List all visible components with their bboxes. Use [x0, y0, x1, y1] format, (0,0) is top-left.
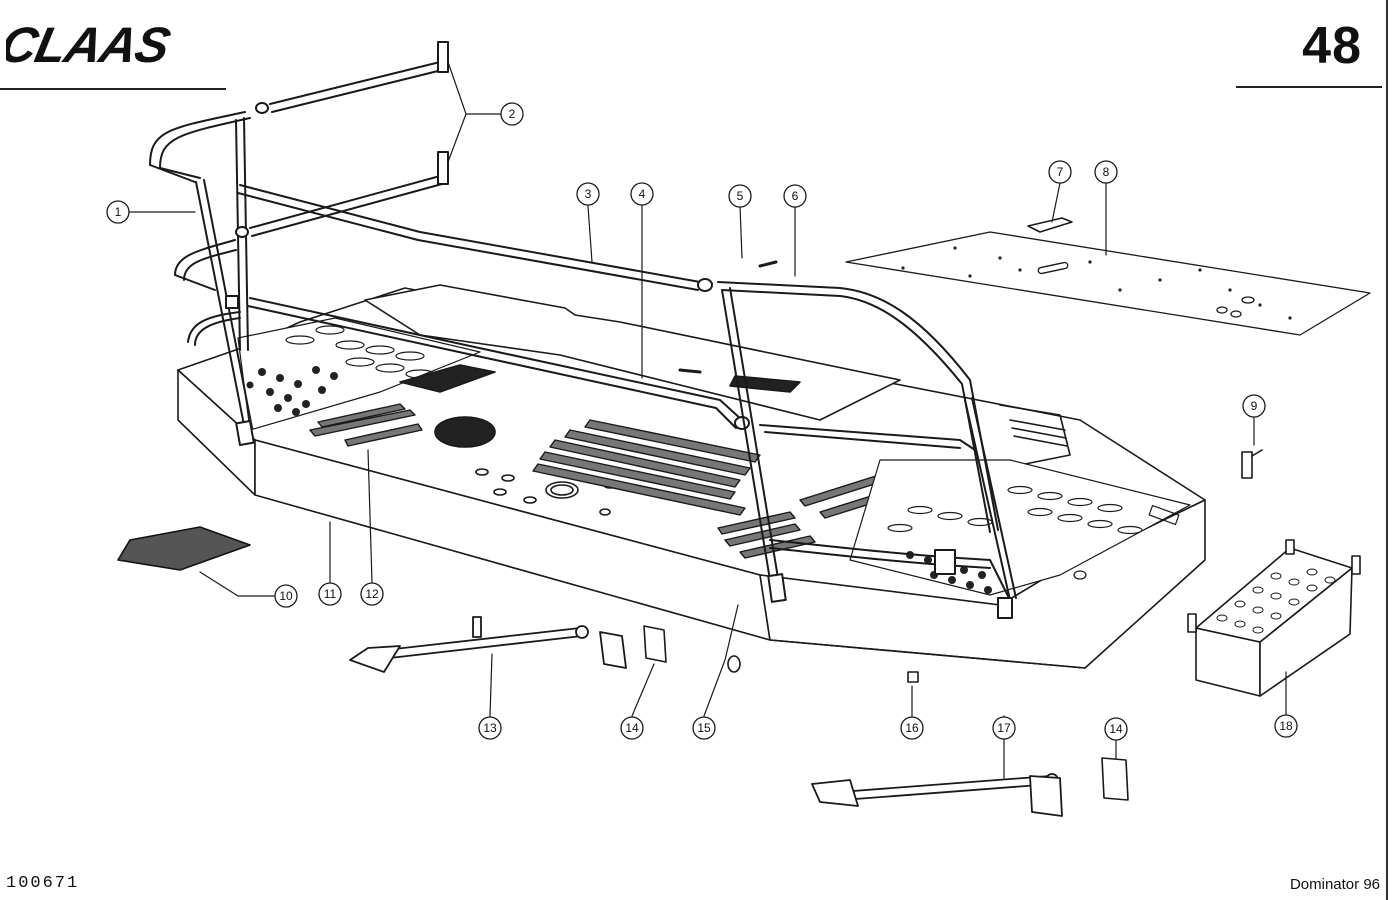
svg-text:13: 13: [483, 721, 497, 735]
svg-text:1: 1: [115, 205, 122, 219]
callout-16: 16: [900, 716, 924, 740]
svg-text:10: 10: [279, 589, 293, 603]
bracket-9: [1241, 449, 1263, 479]
page-number: 48: [1302, 17, 1362, 75]
svg-text:9: 9: [1251, 399, 1258, 413]
drawing-id: 100671: [6, 874, 80, 893]
callout-13: 13: [478, 716, 502, 740]
svg-text:12: 12: [365, 587, 379, 601]
tubes-2: [235, 41, 449, 238]
svg-text:15: 15: [697, 721, 711, 735]
long-rail: [237, 184, 750, 430]
svg-text:18: 18: [1279, 719, 1293, 733]
plate-14a: [643, 625, 667, 663]
mat-10: [117, 526, 251, 571]
strut-13: [349, 616, 627, 673]
strut-17: [811, 773, 1063, 817]
svg-text:17: 17: [997, 721, 1011, 735]
callout-14b: 14: [1104, 717, 1128, 741]
callout-9: 9: [1242, 394, 1266, 418]
step-18: [1187, 539, 1361, 697]
svg-text:14: 14: [625, 721, 639, 735]
callout-3: 3: [576, 182, 600, 206]
callout-17: 17: [992, 716, 1016, 740]
svg-text:11: 11: [324, 587, 337, 601]
handrail-left: [149, 111, 255, 447]
header-rule-right: [1236, 86, 1382, 88]
pin-5: [758, 260, 778, 268]
svg-text:4: 4: [639, 187, 646, 201]
svg-text:5: 5: [737, 189, 744, 203]
callout-18: 18: [1274, 714, 1298, 738]
callout-12: 12: [360, 582, 384, 606]
svg-text:7: 7: [1057, 165, 1064, 179]
callout-5: 5: [728, 184, 752, 208]
callouts: 1 2 3 4 5 6 7 8 9 10 11 12: [106, 102, 1298, 741]
svg-text:3: 3: [585, 187, 592, 201]
header-rule-left: [0, 88, 226, 90]
handrail-right: [717, 281, 1017, 619]
claas-logo: CLAAS: [6, 22, 176, 70]
callout-10: 10: [274, 584, 298, 608]
svg-text:14: 14: [1109, 722, 1123, 736]
callout-2: 2: [500, 102, 524, 126]
page-border-right: [1386, 0, 1388, 900]
callout-6: 6: [783, 184, 807, 208]
callout-11: 11: [318, 582, 342, 606]
callout-15: 15: [692, 716, 716, 740]
logo-text: CLAAS: [6, 22, 176, 70]
svg-text:6: 6: [792, 189, 799, 203]
callout-4: 4: [630, 182, 654, 206]
callout-14a: 14: [620, 716, 644, 740]
callout-7: 7: [1048, 160, 1072, 184]
svg-text:16: 16: [905, 721, 919, 735]
svg-text:8: 8: [1103, 165, 1110, 179]
plate-14b: [1101, 757, 1129, 801]
callout-1: 1: [106, 200, 130, 224]
floor-grating-left: [237, 317, 481, 431]
svg-text:2: 2: [509, 107, 516, 121]
cap-15: [727, 655, 741, 673]
callout-8: 8: [1094, 160, 1118, 184]
nut-16: [907, 671, 919, 683]
cover-plate: [845, 231, 1371, 336]
model-name: Dominator 96: [1289, 876, 1380, 893]
small-plate-7: [1027, 217, 1073, 233]
